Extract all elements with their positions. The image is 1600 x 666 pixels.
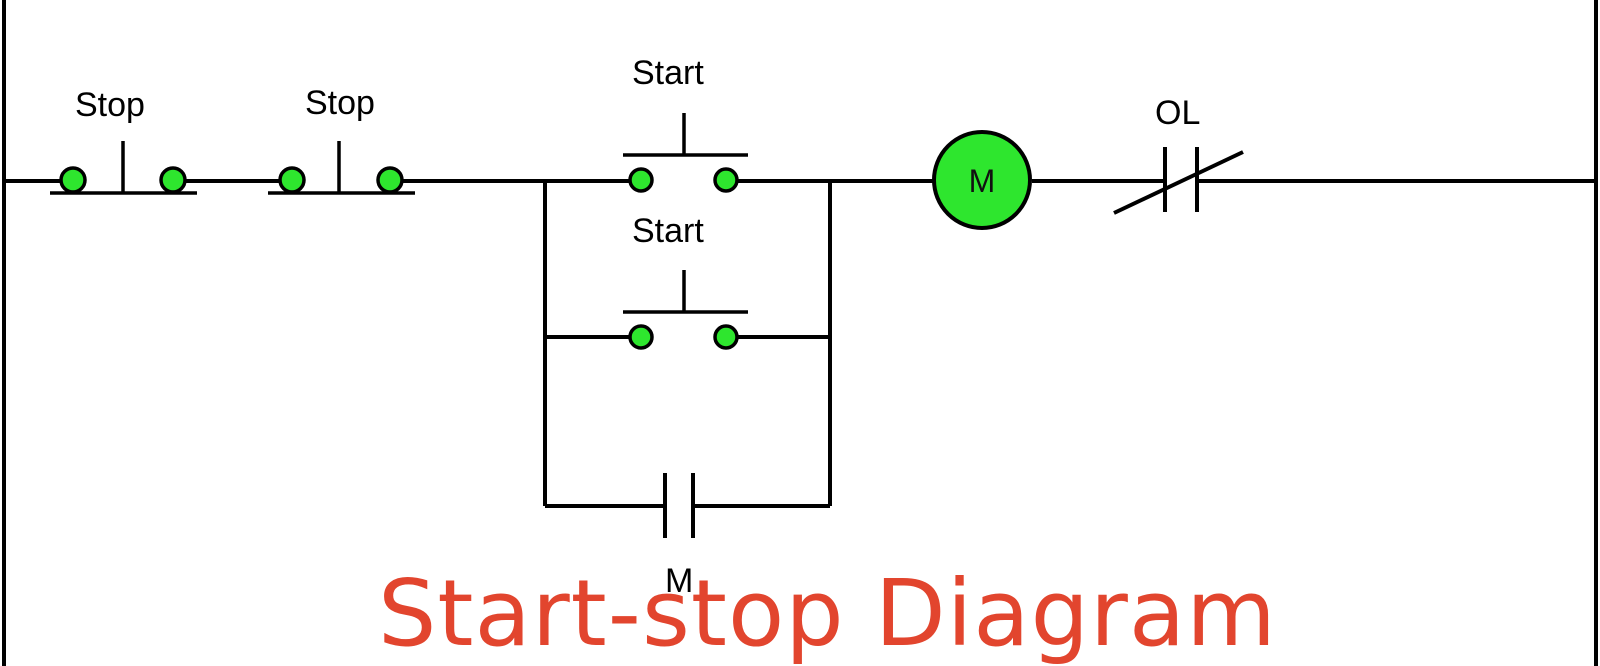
stop-1-label: Stop [75, 86, 145, 124]
stop-2-terminal-left [278, 166, 306, 194]
start-2-terminal-right [713, 324, 739, 350]
aux-contact-label: M [665, 562, 693, 600]
stop-1-terminal-right [159, 166, 187, 194]
start-1-label: Start [632, 54, 704, 92]
start-1-terminal-left [628, 167, 654, 193]
start-2-terminal-left [628, 324, 654, 350]
start-1-terminal-right [713, 167, 739, 193]
overload-contact: OL [1113, 94, 1244, 215]
start-pushbutton-2: Start [623, 212, 748, 350]
start-pushbutton-1: Start [623, 54, 748, 193]
motor-coil-label: M [969, 163, 996, 199]
start-2-label: Start [632, 212, 704, 250]
diagram-title: Start-stop Diagram [378, 560, 1277, 666]
motor-coil-circle [932, 130, 1032, 230]
stop-pushbutton-1: Stop [50, 86, 197, 195]
stop-2-label: Stop [305, 84, 375, 122]
motor-coil: M [932, 130, 1032, 230]
ol-slash [1113, 150, 1244, 215]
stop-1-terminal-left [59, 166, 87, 194]
ol-label: OL [1155, 94, 1200, 132]
aux-contact-m: M [663, 473, 695, 600]
stop-pushbutton-2: Stop [268, 84, 415, 195]
stop-2-terminal-right [376, 166, 404, 194]
